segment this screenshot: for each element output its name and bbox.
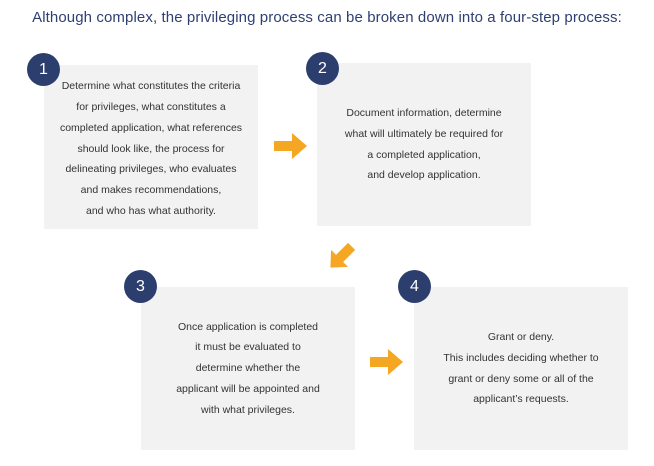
arrow-down-left-icon (330, 242, 356, 268)
arrow-right-icon (274, 133, 307, 159)
step-1-text: Determine what constitutes the criteria … (59, 80, 243, 217)
step-4-text: Grant or deny. This includes deciding wh… (443, 330, 599, 406)
step-4-badge: 4 (398, 270, 431, 303)
step-4-box: Grant or deny. This includes deciding wh… (414, 287, 628, 450)
step-2-text: Document information, determine what wil… (344, 106, 504, 182)
step-1-box: Determine what constitutes the criteria … (44, 65, 258, 229)
diagram-title: Although complex, the privileging proces… (32, 9, 622, 26)
step-3-box: Once application is completed it must be… (141, 287, 355, 450)
step-2-box: Document information, determine what wil… (317, 63, 531, 226)
step-3-badge: 3 (124, 270, 157, 303)
arrow-right-icon (370, 349, 403, 375)
step-1-badge: 1 (27, 53, 60, 86)
step-3-text: Once application is completed it must be… (176, 320, 320, 416)
step-2-badge: 2 (306, 52, 339, 85)
